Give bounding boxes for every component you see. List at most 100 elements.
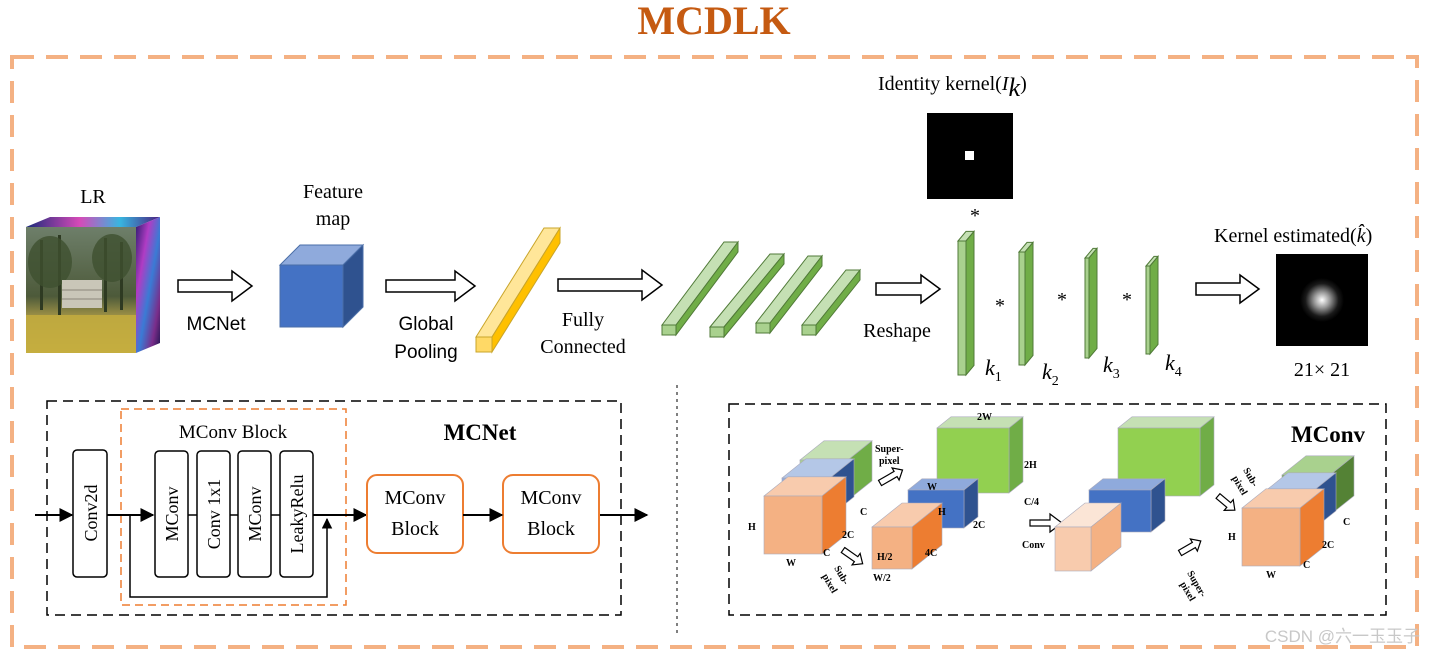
mconv-box (728, 403, 1387, 616)
label-c: C (823, 548, 830, 559)
kernel-k3-label: k3 (1103, 352, 1120, 382)
label-2c-mid: 2C (973, 520, 985, 531)
label-w: W (786, 558, 796, 569)
label-2w: 2W (977, 412, 992, 423)
label-w-out: W (1266, 570, 1276, 581)
kernel-k2 (1017, 241, 1035, 367)
super-pixel-2: pixel (879, 456, 900, 467)
label-w2: W/2 (873, 573, 891, 584)
svg-text:Identity kernel(Ik): Identity kernel(Ik) (878, 73, 1027, 102)
feature-map-label-2: map (316, 208, 350, 230)
label-2c-out: 2C (1322, 540, 1334, 551)
label-h-mid: H (938, 507, 946, 518)
kernel-k3 (1083, 247, 1099, 360)
mcnet-arrow-label: MCNet (186, 314, 246, 335)
mconv-box-title: MConv (1291, 422, 1366, 447)
pooled-vector-bar (475, 226, 561, 354)
svg-text:MConv: MConv (384, 487, 445, 509)
block-layer-3-label: MConv (245, 486, 265, 541)
fc-layer-4 (800, 268, 862, 337)
svg-text:Kernel estimated(k̂): Kernel estimated(k̂) (1214, 223, 1372, 247)
block-layer-4-label: LeakyRelu (287, 475, 307, 554)
fully-connected-label-2: Connected (540, 336, 626, 358)
mcnet-box (46, 400, 622, 616)
label-4c: 4C (925, 548, 937, 559)
output-peach-slice (1241, 488, 1325, 567)
input-peach-slice (763, 476, 847, 555)
kernel-estimated-label: Kernel estimated(k̂) (1214, 223, 1372, 247)
skip-connection (129, 515, 333, 598)
lr-image-cube (26, 217, 160, 353)
kernel-k1-label: k1 (985, 355, 1002, 385)
kernel-conv-star-3: * (1122, 289, 1132, 311)
mcnet-box-title: MCNet (444, 420, 517, 445)
conv2d-label: Conv2d (81, 484, 101, 541)
outer-dashed-frame (10, 55, 1419, 649)
fc-layers (661, 240, 862, 339)
block-layer-3: MConv (237, 450, 272, 578)
conv2d-layer (72, 449, 108, 578)
block-layer-1: MConv (154, 450, 189, 578)
global-pooling-label-2: Pooling (394, 342, 457, 363)
fc-layer-1 (661, 240, 739, 337)
diagram-title: MCDLK (637, 0, 790, 43)
feature-map-label-1: Feature (303, 181, 363, 203)
feature-map-cube (278, 243, 365, 329)
super-pixel-arrow-2 (1177, 538, 1202, 557)
label-c-out: C (1303, 560, 1310, 571)
label-c-out-top: C (1343, 517, 1350, 528)
hollow-arrow-pooling (385, 269, 477, 303)
watermark: CSDN @六一玉玉子 (1265, 627, 1420, 646)
block-layer-4: LeakyRelu (279, 450, 314, 578)
lr-label: LR (80, 186, 106, 208)
fc-layer-2 (708, 252, 786, 339)
svg-text:Block: Block (527, 518, 575, 540)
label-h: H (748, 522, 756, 533)
super-pixel-arrow-1 (877, 467, 904, 487)
mconv-block-title: MConv Block (179, 422, 288, 443)
sub-pixel-arrow-2 (1215, 492, 1236, 511)
kernel-k4 (1144, 255, 1160, 356)
fully-connected-label-1: Fully (562, 309, 604, 331)
super-pixel-1: Super- (875, 444, 904, 455)
fc-layer-3 (754, 254, 824, 335)
label-w-mid: W (927, 482, 937, 493)
reshaped-kernels: k1 k2 k3 k4 * * * (956, 230, 1182, 389)
kernel-size-label: 21× 21 (1294, 359, 1350, 381)
mconv-block-group (120, 408, 347, 606)
identity-kernel-dot (965, 151, 974, 160)
svg-text:Block: Block (391, 518, 439, 540)
label-c4: C/4 (1024, 497, 1039, 508)
downsampled-peach (871, 502, 943, 570)
block-layer-2-label: Conv 1x1 (204, 479, 224, 550)
kernel-k2-label: k2 (1042, 359, 1059, 389)
hollow-arrow-estimated (1195, 273, 1261, 305)
mconv-block-layers: MConv Conv 1x1 MConv LeakyRelu (154, 450, 314, 578)
label-h-out: H (1228, 532, 1236, 543)
conv-label: Conv (1022, 540, 1045, 551)
block-layer-1-label: MConv (162, 486, 182, 541)
mconv-process-diagram: HWC2CCSuper-pixelSub-pixel2W2HC/4WH2CH/2… (748, 412, 1355, 603)
identity-kernel-label: Identity kernel(Ik) (878, 73, 1027, 102)
block-layer-2: Conv 1x1 (196, 450, 231, 578)
kernel-k1 (956, 230, 976, 377)
kernel-conv-star-2: * (1057, 289, 1067, 311)
label-2c: 2C (842, 530, 854, 541)
label-c-top: C (860, 507, 867, 518)
hollow-arrow-fc (557, 268, 664, 302)
reshape-label: Reshape (863, 320, 931, 342)
conv-peach (1054, 502, 1122, 572)
hollow-arrow-mcnet (177, 269, 254, 303)
kernel-conv-star-1: * (995, 295, 1005, 317)
identity-conv-star: * (970, 205, 980, 227)
sub-pixel-arrow-1 (840, 546, 864, 566)
estimated-kernel-glow (1300, 278, 1344, 322)
label-2h: 2H (1024, 460, 1037, 471)
global-pooling-label-1: Global (399, 314, 454, 335)
svg-text:MConv: MConv (520, 487, 581, 509)
kernel-k4-label: k4 (1165, 350, 1182, 380)
